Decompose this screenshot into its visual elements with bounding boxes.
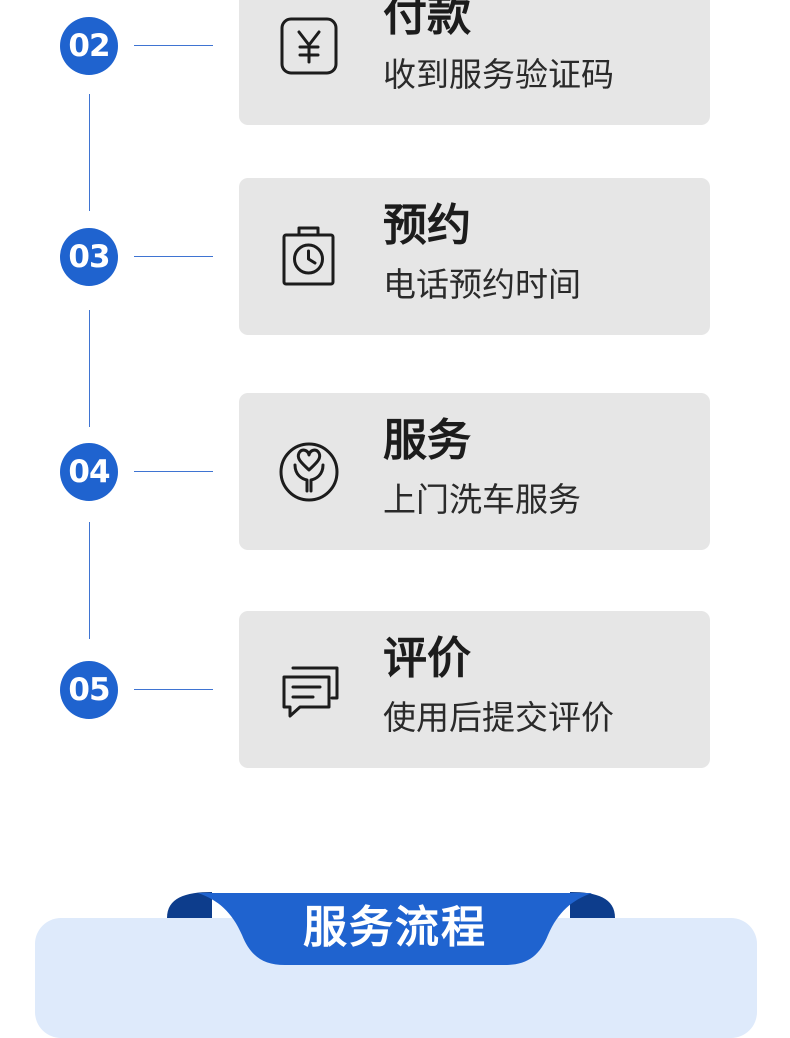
step-title: 付款 <box>383 0 471 41</box>
step-description: 上门洗车服务 <box>383 480 581 519</box>
timeline-line <box>89 94 90 211</box>
step-number: 02 <box>60 17 118 75</box>
step-card-review[interactable]: 评价 使用后提交评价 <box>239 611 710 768</box>
connector-line <box>134 256 213 257</box>
connector-line <box>134 45 213 46</box>
step-number: 04 <box>60 443 118 501</box>
clock-icon <box>275 222 343 290</box>
step-card-appointment[interactable]: 预约 电话预约时间 <box>239 178 710 335</box>
heart-hand-icon <box>275 437 343 505</box>
connector-line <box>134 471 213 472</box>
chat-icon <box>275 655 343 723</box>
section-title: 服务流程 <box>303 902 487 953</box>
step-number: 05 <box>60 661 118 719</box>
timeline-line <box>89 522 90 639</box>
step-title: 服务 <box>383 415 471 466</box>
yen-icon <box>275 12 343 80</box>
connector-line <box>134 689 213 690</box>
step-description: 电话预约时间 <box>383 265 581 304</box>
step-card-service[interactable]: 服务 上门洗车服务 <box>239 393 710 550</box>
step-title: 评价 <box>383 633 471 684</box>
step-number: 03 <box>60 228 118 286</box>
step-title: 预约 <box>383 200 471 251</box>
section-banner <box>167 892 615 965</box>
step-card-payment[interactable]: 付款 收到服务验证码 <box>239 0 710 125</box>
step-description: 使用后提交评价 <box>383 698 614 737</box>
timeline-line <box>89 310 90 427</box>
step-description: 收到服务验证码 <box>383 55 614 94</box>
